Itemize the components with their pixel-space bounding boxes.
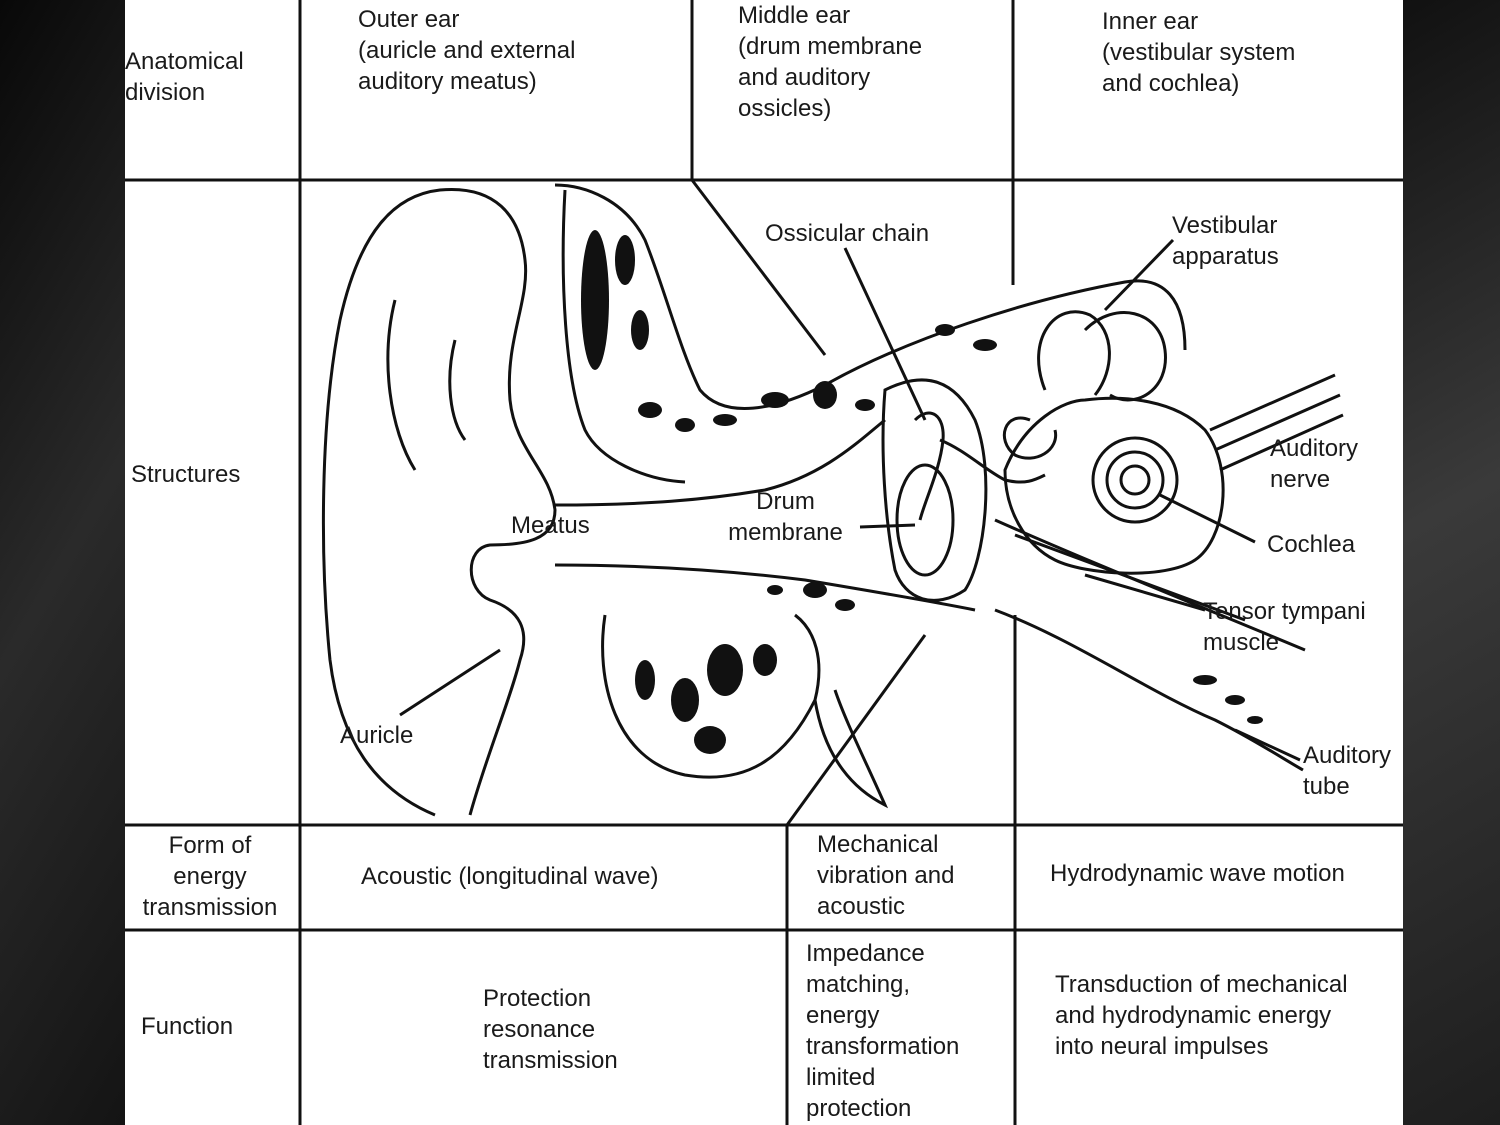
header-anatomical-division: Anatomical division — [125, 48, 244, 106]
function-inner: Transduction of mechanical and hydrodyna… — [1055, 971, 1348, 1060]
middle-ear-cavity — [881, 378, 988, 602]
cochlea-outer — [1091, 436, 1179, 524]
tensor-tympani-shape — [1014, 533, 1246, 622]
label-auricle: Auricle — [340, 722, 414, 749]
header-inner-ear: Inner ear (vestibular system and cochlea… — [1102, 8, 1296, 97]
function-middle: Impedance matching, energy transformatio… — [806, 940, 960, 1122]
auricle-outline — [321, 187, 557, 817]
drum-membrane-shape — [895, 463, 955, 577]
meatus-lower-wall — [554, 563, 976, 612]
leader-auricle — [399, 648, 501, 717]
label-drum-membrane: Drum membrane — [728, 488, 843, 546]
energy-middle: Mechanical vibration and acoustic — [817, 831, 955, 920]
auricle-inner-fold — [386, 299, 467, 471]
leader-drum — [859, 523, 916, 529]
row-label-structures: Structures — [131, 461, 241, 488]
meatus-upper-wall — [554, 418, 886, 507]
ear-diagram-slide: Anatomical division Outer ear (auricle a… — [125, 0, 1403, 1125]
header-middle-ear: Middle ear (drum membrane and auditory o… — [738, 2, 923, 122]
temporal-bone-lower — [601, 613, 821, 779]
ossicle-incus — [939, 438, 1046, 484]
left-background — [0, 0, 125, 1125]
bone-speckles — [581, 230, 1263, 754]
right-background — [1403, 0, 1500, 1125]
row-label-form-of-energy: Form of energy transmission — [142, 832, 278, 921]
energy-outer: Acoustic (longitudinal wave) — [361, 863, 659, 890]
semicircular-canal-3 — [1002, 416, 1058, 460]
label-auditory-nerve: Auditory nerve — [1270, 435, 1359, 493]
leader-cochlea — [1159, 493, 1256, 544]
styloid-process — [813, 689, 889, 809]
function-outer: Protection resonance transmission — [483, 985, 618, 1074]
label-tensor-tympani: Tensor tympani muscle — [1203, 598, 1366, 656]
row-label-function: Function — [141, 1013, 234, 1040]
label-vestibular-apparatus: Vestibular apparatus — [1172, 212, 1279, 270]
semicircular-canal-2 — [1083, 311, 1167, 402]
header-outer-ear: Outer ear (auricle and external auditory… — [358, 6, 576, 95]
cochlea-mid — [1105, 450, 1165, 510]
leader-auditory-tube — [1234, 728, 1301, 762]
leader-tensor — [1084, 573, 1206, 612]
cochlea-inner — [1119, 464, 1151, 496]
bony-labyrinth-outline — [1003, 396, 1225, 575]
semicircular-canal-1 — [1037, 310, 1111, 396]
middle-ear-boundary-top — [690, 179, 827, 356]
auditory-nerve-shape — [1209, 373, 1344, 472]
leader-vestibular — [1103, 238, 1175, 312]
auditory-tube-lower — [994, 608, 1304, 772]
label-ossicular-chain: Ossicular chain — [765, 220, 930, 247]
label-meatus: Meatus — [511, 512, 590, 539]
leader-ossicular-chain — [843, 247, 927, 421]
label-cochlea: Cochlea — [1267, 531, 1356, 558]
label-auditory-tube: Auditory tube — [1303, 742, 1392, 800]
temporal-bone-inner — [561, 189, 686, 484]
middle-ear-boundary-bottom — [785, 634, 927, 826]
energy-inner: Hydrodynamic wave motion — [1050, 860, 1345, 887]
ear-drawing — [125, 0, 1403, 1125]
